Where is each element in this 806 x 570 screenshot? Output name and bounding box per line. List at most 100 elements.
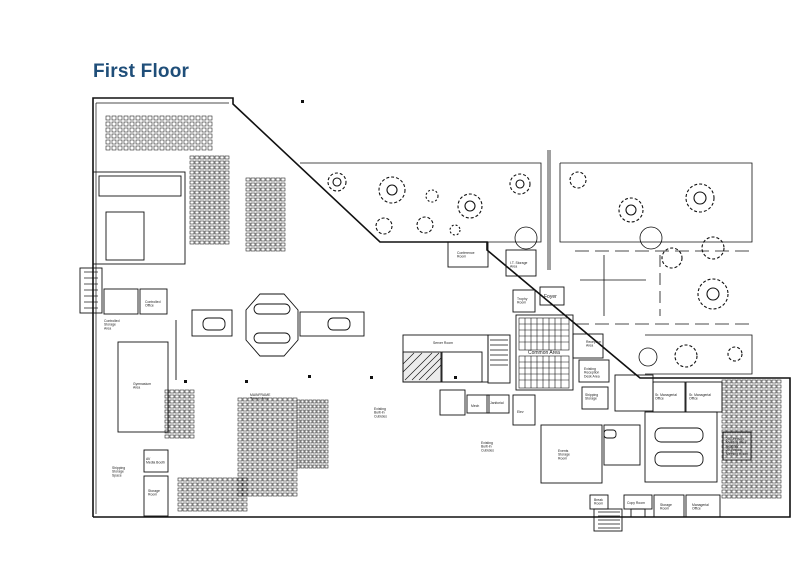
seat	[209, 230, 215, 235]
seat	[277, 397, 283, 402]
seat	[267, 407, 273, 412]
room-label-janitorial: Janitorial	[490, 401, 504, 405]
seat	[726, 479, 732, 484]
seat	[731, 434, 737, 439]
seat	[262, 462, 268, 467]
seat	[766, 484, 772, 489]
tree-icon	[425, 189, 439, 203]
seat	[169, 424, 175, 429]
seat	[207, 482, 213, 487]
seat	[247, 467, 253, 472]
seat	[282, 452, 288, 457]
seat	[169, 399, 175, 404]
seat	[731, 409, 737, 414]
seat	[169, 394, 175, 399]
seat	[207, 115, 213, 121]
seat	[726, 444, 732, 449]
seat	[282, 442, 288, 447]
seat	[153, 145, 159, 151]
seat	[219, 155, 225, 160]
seat	[257, 492, 263, 497]
seat	[776, 464, 782, 469]
seat	[726, 409, 732, 414]
seat	[214, 170, 220, 175]
seat	[257, 472, 263, 477]
seat	[242, 402, 248, 407]
seat	[308, 424, 313, 429]
seat	[324, 429, 329, 434]
seat	[270, 212, 276, 217]
seat	[195, 127, 201, 133]
seat	[242, 472, 248, 477]
seat	[751, 414, 757, 419]
seat	[187, 497, 193, 502]
seat	[252, 477, 258, 482]
seat	[184, 434, 190, 439]
seat	[277, 457, 283, 462]
seat	[207, 133, 213, 139]
seat	[267, 442, 273, 447]
seat	[217, 482, 223, 487]
seat	[761, 384, 767, 389]
seat	[308, 419, 313, 424]
seat	[746, 484, 752, 489]
seat	[262, 422, 268, 427]
seat	[194, 240, 200, 245]
seat	[189, 180, 195, 185]
seat	[316, 439, 321, 444]
seat	[237, 407, 243, 412]
seat	[255, 222, 261, 227]
seat	[292, 442, 298, 447]
seat	[111, 121, 117, 127]
seat	[746, 379, 752, 384]
seat	[209, 170, 215, 175]
seat	[741, 484, 747, 489]
seat	[222, 502, 228, 507]
seat	[267, 397, 273, 402]
seat	[224, 230, 230, 235]
seat	[189, 170, 195, 175]
seat	[219, 215, 225, 220]
seat	[237, 492, 243, 497]
seat	[250, 207, 256, 212]
seat	[207, 492, 213, 497]
seat	[192, 487, 198, 492]
seat	[257, 427, 263, 432]
seat	[766, 379, 772, 384]
seat	[721, 424, 727, 429]
seat	[123, 115, 129, 121]
seat	[141, 127, 147, 133]
seat	[242, 467, 248, 472]
seat	[316, 429, 321, 434]
seat	[280, 247, 286, 252]
seat	[250, 202, 256, 207]
seat	[257, 422, 263, 427]
seat	[153, 127, 159, 133]
seat	[731, 454, 737, 459]
seat	[189, 429, 195, 434]
seat	[189, 424, 195, 429]
seat	[300, 424, 305, 429]
seat	[751, 424, 757, 429]
seat	[771, 439, 777, 444]
seat	[182, 477, 188, 482]
seat	[252, 407, 258, 412]
seat	[766, 449, 772, 454]
tree-icon	[569, 171, 587, 189]
seat	[304, 454, 309, 459]
seat	[260, 182, 266, 187]
seat	[282, 402, 288, 407]
seat	[320, 449, 325, 454]
seat	[204, 235, 210, 240]
seat	[245, 247, 251, 252]
seat	[237, 442, 243, 447]
seat	[165, 127, 171, 133]
seat	[194, 215, 200, 220]
seat	[245, 227, 251, 232]
seat	[182, 487, 188, 492]
seat	[776, 439, 782, 444]
seat	[320, 429, 325, 434]
seat	[171, 115, 177, 121]
seat	[194, 180, 200, 185]
